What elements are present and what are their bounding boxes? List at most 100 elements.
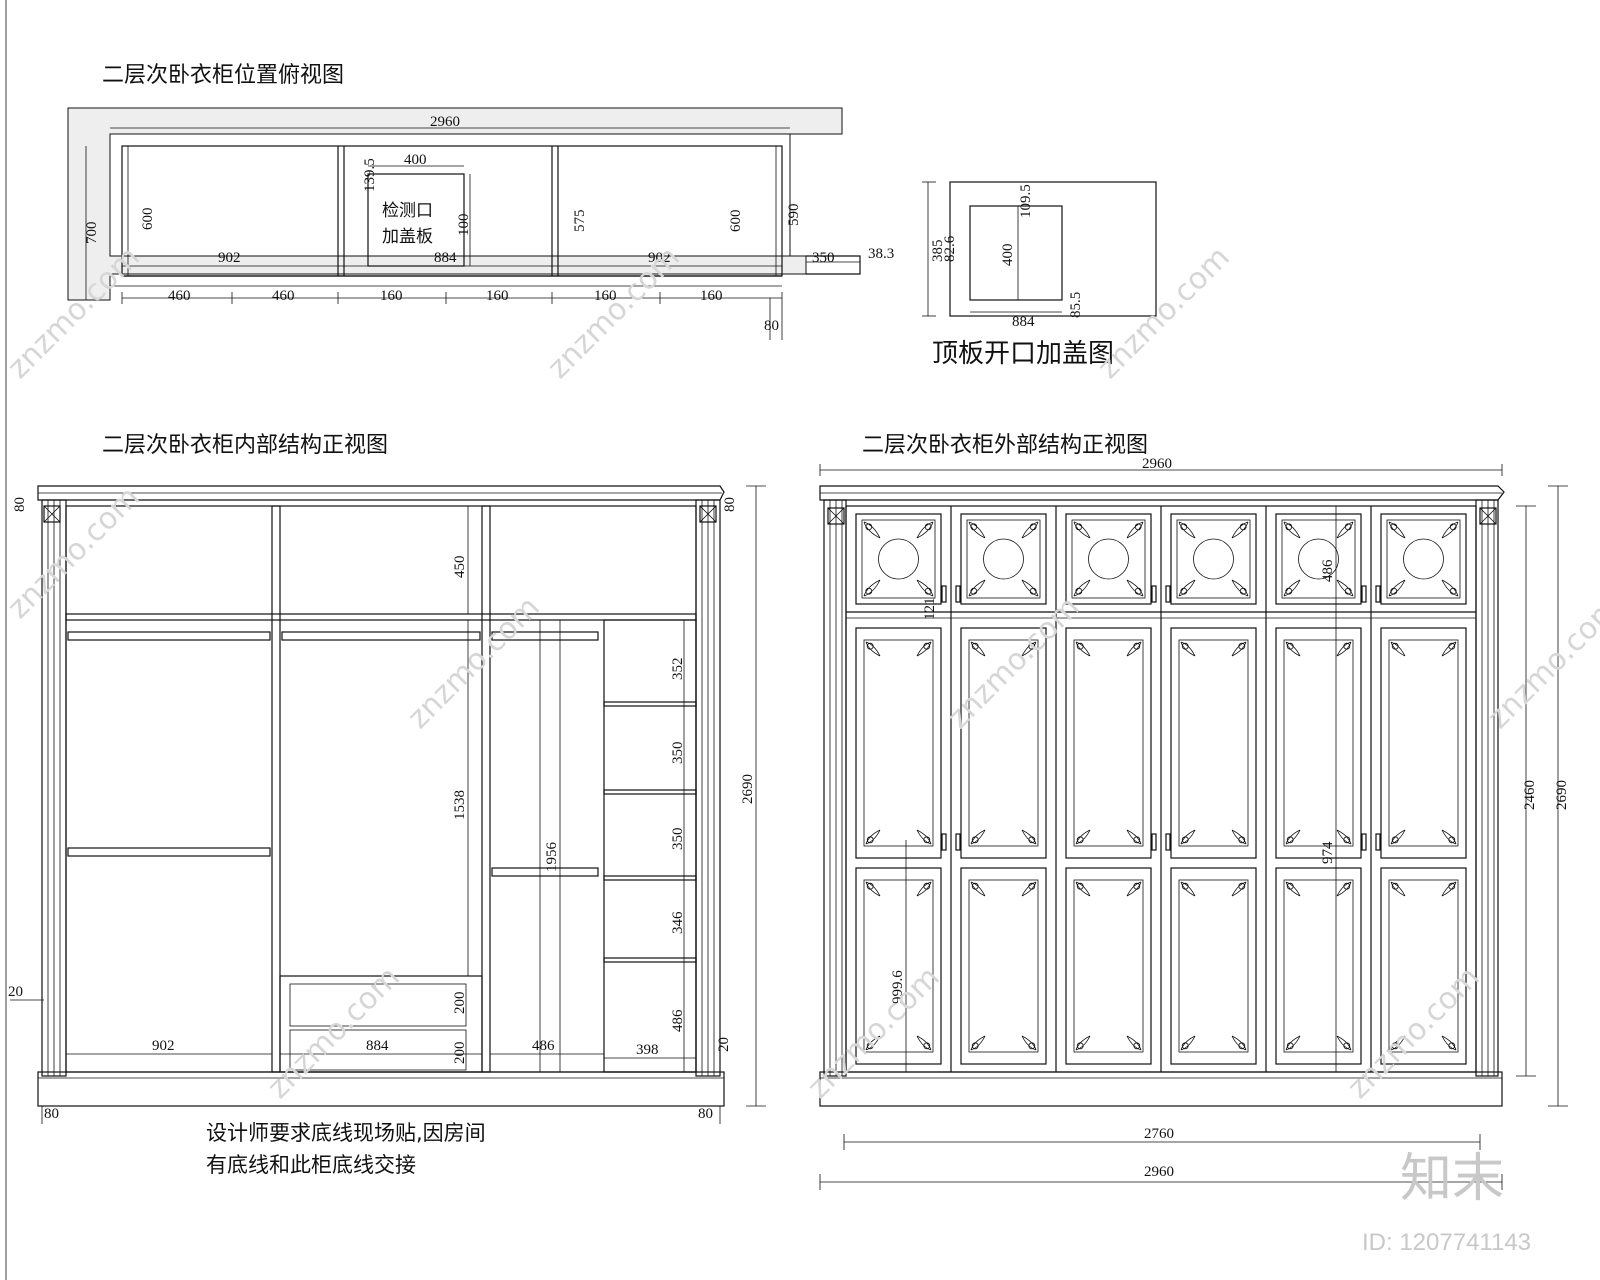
door-ornament — [1441, 579, 1459, 597]
door-ornament — [1021, 829, 1037, 845]
dim-bottom-seg-5: 160 — [594, 288, 617, 304]
door-handle — [1151, 585, 1157, 603]
door-ornament — [1021, 579, 1039, 597]
door-ornament — [1285, 1035, 1301, 1051]
dim-bottom-seg-2: 460 — [272, 288, 295, 304]
door-mid-inner — [863, 639, 934, 847]
wall-cavity — [109, 133, 791, 257]
note-line-2: 有底线和此柜底线交接 — [206, 1153, 416, 1177]
door-ornament — [1231, 829, 1247, 845]
door-top-inner — [1281, 519, 1356, 599]
door-ornament — [1231, 641, 1247, 657]
dim-shelf-4: 346 — [670, 911, 686, 934]
rail-right-low — [491, 867, 599, 877]
dim-outer-999-6: 999.6 — [890, 970, 906, 1004]
outer-front-view — [819, 464, 1568, 1190]
dim-top-902-left: 902 — [218, 250, 241, 266]
inspection-opening — [367, 173, 465, 267]
door-top-inner — [1071, 519, 1146, 599]
dim-outer-2460: 2460 — [1522, 780, 1538, 810]
dim-top-600-left: 600 — [140, 208, 156, 231]
door-ornament — [1390, 881, 1406, 897]
door-panels — [855, 513, 1467, 1065]
rail-left-low — [67, 847, 271, 857]
door-top-panel — [855, 513, 942, 605]
door-ornament — [1021, 881, 1037, 897]
door-ornament — [1390, 1035, 1406, 1051]
door-top-panel — [1170, 513, 1257, 605]
dim-lid-400: 400 — [1000, 244, 1016, 267]
dim-offset-80: 80 — [764, 318, 779, 334]
dim-inspect-w: 400 — [404, 152, 427, 168]
door-ornament — [863, 579, 881, 597]
dim-inner-398: 398 — [636, 1042, 659, 1058]
door-mid-inner — [968, 639, 1039, 847]
door-ornament — [1126, 641, 1142, 657]
door-ornament — [1390, 641, 1406, 657]
door-ornament — [1073, 579, 1091, 597]
door-ornament — [1075, 829, 1091, 845]
door-ornament — [968, 521, 986, 539]
door-ornament — [1336, 521, 1354, 539]
dim-inner-right-80: 80 — [722, 497, 738, 512]
door-ornament — [1231, 521, 1249, 539]
door-top-rosette — [1403, 538, 1444, 580]
dim-inner-1956: 1956 — [544, 842, 560, 873]
door-low-panel — [1275, 867, 1362, 1065]
inner-partition-1 — [271, 505, 281, 1073]
door-ornament — [863, 521, 881, 539]
door-ornament — [1388, 521, 1406, 539]
lid-detail-title: 顶板开口加盖图 — [932, 339, 1114, 369]
door-ornament — [1021, 521, 1039, 539]
door-ornament — [916, 1035, 932, 1051]
door-top-rosette — [1193, 538, 1234, 580]
door-handle — [1165, 585, 1171, 603]
door-ornament — [1336, 579, 1354, 597]
door-ornament — [1126, 579, 1144, 597]
door-top-panel — [1065, 513, 1152, 605]
door-ornament — [1075, 641, 1091, 657]
door-handle — [1151, 833, 1157, 851]
door-ornament — [1075, 881, 1091, 897]
watermark-8: znzmo.com — [261, 960, 407, 1106]
dim-top-total: 2960 — [430, 114, 460, 130]
door-ornament — [1180, 829, 1196, 845]
dim-inner-top-80: 80 — [12, 497, 28, 512]
rail-mid — [281, 631, 481, 641]
door-ornament — [1021, 1035, 1037, 1051]
door-handle — [1375, 833, 1381, 851]
wall-step — [806, 255, 861, 275]
dim-outer-2960: 2960 — [1144, 1164, 1174, 1180]
dim-inner-486: 486 — [532, 1038, 555, 1054]
dim-drawer-200-b: 200 — [452, 1042, 468, 1065]
door-ornament — [1336, 881, 1352, 897]
watermark-logo: 知末 — [1400, 1149, 1504, 1209]
door-top-inner — [861, 519, 936, 599]
door-ornament — [916, 521, 934, 539]
door-ornament — [1178, 579, 1196, 597]
door-handle — [955, 585, 961, 603]
watermark-10: znzmo.com — [1341, 960, 1487, 1106]
door-top-inner — [1176, 519, 1251, 599]
dim-outer-2690: 2690 — [1554, 780, 1570, 810]
door-ornament — [1285, 881, 1301, 897]
door-handle — [1375, 585, 1381, 603]
inspect-label-2: 加盖板 — [382, 227, 433, 247]
dim-inner-450: 450 — [452, 556, 468, 579]
dim-lid-385: 385 — [930, 240, 946, 263]
door-handle — [955, 833, 961, 851]
door-top-rosette — [1298, 538, 1339, 580]
door-low-panel — [960, 867, 1047, 1065]
rail-left-top — [67, 631, 271, 641]
door-low-panel — [855, 867, 942, 1065]
door-mid-panel — [855, 627, 942, 859]
dim-outer-top-2960: 2960 — [1142, 456, 1172, 472]
dim-top-902-right: 902 — [648, 250, 671, 266]
dim-drawer-200-a: 200 — [452, 992, 468, 1015]
dim-lid-82-6: 82.6 — [942, 235, 958, 262]
door-handle — [1361, 585, 1367, 603]
dim-inner-884: 884 — [366, 1038, 389, 1054]
door-ornament — [1336, 829, 1352, 845]
door-low-inner — [1178, 879, 1249, 1053]
door-low-inner — [1283, 879, 1354, 1053]
